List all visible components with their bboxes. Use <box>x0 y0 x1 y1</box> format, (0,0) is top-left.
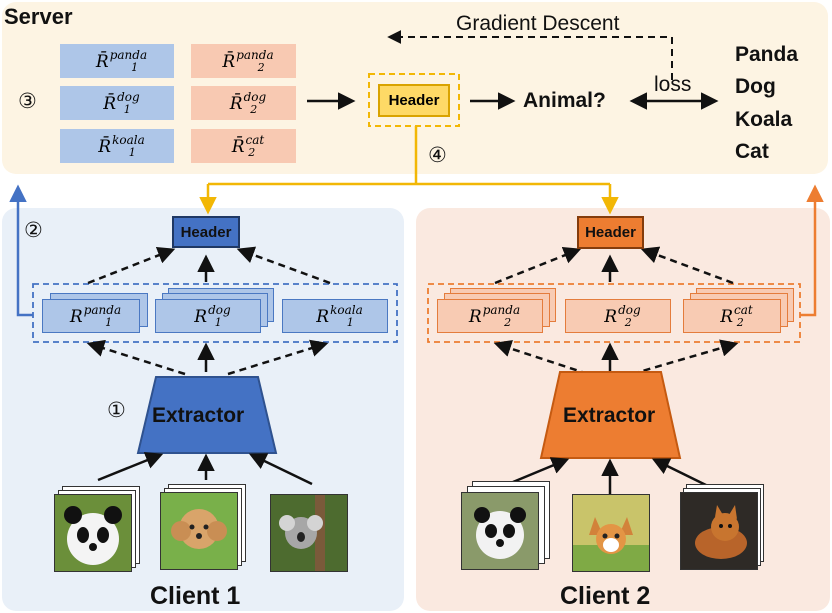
step1-marker: ① <box>107 399 126 422</box>
client2-rep-panda: Rpanda2 <box>437 299 543 333</box>
client2-extractor-label: Extractor <box>563 404 656 427</box>
c1-rep-to-header-left <box>87 246 176 285</box>
client2-upload-arrow <box>800 184 824 317</box>
client1-rep-panda: Rpanda1 <box>42 299 140 333</box>
client1-rep-dog: Rdog1 <box>155 299 261 333</box>
server-header-box: Header <box>378 84 450 117</box>
step2-marker: ② <box>24 219 43 242</box>
c2-rep-to-header-left <box>494 247 582 285</box>
c1-image-to-extractor-right <box>248 453 313 486</box>
client2-reps-frame <box>427 283 801 343</box>
server-rep-client1-koala: R̄koala1 <box>60 129 174 163</box>
dog-image <box>572 494 650 572</box>
server-header-frame <box>368 73 460 127</box>
client2-extractor-shape <box>539 371 682 459</box>
label-cat: Cat <box>735 140 769 163</box>
client2-header-box: Header <box>577 216 644 249</box>
client1-reps-frame <box>32 283 398 343</box>
client1-title: Client 1 <box>150 582 241 610</box>
client1-extractor-shape <box>136 376 278 454</box>
label-dog: Dog <box>735 75 776 98</box>
client2-title: Client 2 <box>560 582 651 610</box>
client2-rep-dog: Rdog2 <box>565 299 671 333</box>
server-rep-client1-panda: R̄panda1 <box>60 44 174 78</box>
client1-extractor-label: Extractor <box>152 404 245 427</box>
server-rep-client2-dog: R̄dog2 <box>191 86 296 120</box>
cat-image <box>680 492 758 570</box>
c2-extractor-to-rep-right <box>631 339 739 376</box>
c1-image-to-extractor-left <box>97 452 164 482</box>
client1-upload-arrow <box>9 184 33 317</box>
server-question: Animal? <box>523 89 606 112</box>
distribute-header-line <box>208 126 610 186</box>
koala-image <box>270 494 348 572</box>
panda-image <box>54 494 132 572</box>
dog-image <box>160 492 238 570</box>
gradient-descent-label: Gradient Descent <box>456 12 620 35</box>
loss-label: loss <box>654 73 692 96</box>
label-panda: Panda <box>735 43 799 66</box>
label-koala: Koala <box>735 108 793 131</box>
c2-image-to-extractor-left <box>512 457 570 484</box>
step4-marker: ④ <box>428 144 447 167</box>
server-rep-client2-panda: R̄panda2 <box>191 44 296 78</box>
client1-rep-koala: Rkoala1 <box>282 299 388 333</box>
step3-marker: ③ <box>18 90 37 113</box>
c1-extractor-to-rep-right <box>227 339 329 376</box>
c1-extractor-to-rep-left <box>86 339 186 376</box>
c2-rep-to-header-right <box>640 246 734 285</box>
c1-rep-to-header-right <box>236 246 331 285</box>
server-rep-client1-dog: R̄dog1 <box>60 86 174 120</box>
server-title: Server <box>4 4 73 29</box>
gradient-descent-arrow <box>387 30 673 80</box>
server-rep-client2-cat: R̄cat2 <box>191 129 296 163</box>
client1-header-box: Header <box>172 216 240 248</box>
c2-image-to-extractor-right <box>651 458 713 490</box>
c2-extractor-to-rep-left <box>493 340 589 376</box>
panda-image <box>461 492 539 570</box>
client2-rep-cat: Rcat2 <box>683 299 781 333</box>
